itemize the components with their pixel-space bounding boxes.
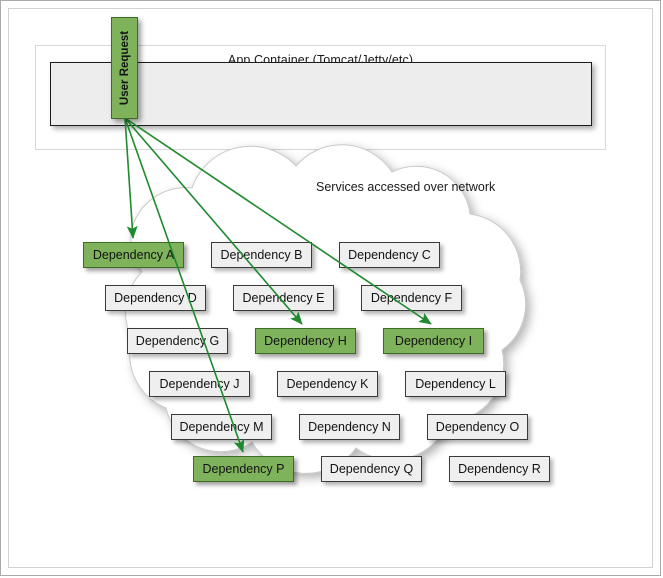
dependency-node-p[interactable]: Dependency P: [193, 456, 294, 482]
dependency-node-l[interactable]: Dependency L: [405, 371, 506, 397]
dependency-node-label: Dependency K: [286, 377, 369, 391]
dependency-node-label: Dependency I: [394, 334, 473, 348]
user-request-node[interactable]: User Request: [111, 17, 138, 119]
dependency-node-j[interactable]: Dependency J: [149, 371, 250, 397]
dependency-node-label: Dependency B: [220, 248, 303, 262]
dependency-node-c[interactable]: Dependency C: [339, 242, 440, 268]
page-frame-inner: [8, 8, 653, 568]
dependency-node-label: Dependency A: [92, 248, 175, 262]
dependency-node-label: Dependency O: [435, 420, 520, 434]
dependency-node-label: Dependency H: [264, 334, 347, 348]
dependency-node-h[interactable]: Dependency H: [255, 328, 356, 354]
dependency-node-e[interactable]: Dependency E: [233, 285, 334, 311]
dependency-node-d[interactable]: Dependency D: [105, 285, 206, 311]
dependency-node-label: Dependency C: [348, 248, 431, 262]
dependency-node-o[interactable]: Dependency O: [427, 414, 528, 440]
user-request-label: User Request: [118, 30, 131, 106]
dependency-node-r[interactable]: Dependency R: [449, 456, 550, 482]
dependency-node-label: Dependency G: [135, 334, 220, 348]
dependency-node-label: Dependency N: [308, 420, 391, 434]
dependency-node-i[interactable]: Dependency I: [383, 328, 484, 354]
dependency-node-label: Dependency L: [415, 377, 496, 391]
dependency-node-label: Dependency M: [179, 420, 264, 434]
dependency-node-g[interactable]: Dependency G: [127, 328, 228, 354]
dependency-node-label: Dependency E: [242, 291, 325, 305]
dependency-node-label: Dependency J: [159, 377, 240, 391]
cloud-label: Services accessed over network: [316, 180, 496, 194]
dependency-node-f[interactable]: Dependency F: [361, 285, 462, 311]
dependency-node-label: Dependency F: [370, 291, 453, 305]
dependency-node-b[interactable]: Dependency B: [211, 242, 312, 268]
dependency-node-label: Dependency R: [458, 462, 541, 476]
dependency-node-n[interactable]: Dependency N: [299, 414, 400, 440]
dependency-node-label: Dependency Q: [329, 462, 414, 476]
dependency-node-m[interactable]: Dependency M: [171, 414, 272, 440]
dependency-node-label: Dependency P: [202, 462, 285, 476]
dependency-node-k[interactable]: Dependency K: [277, 371, 378, 397]
dependency-node-a[interactable]: Dependency A: [83, 242, 184, 268]
dependency-node-q[interactable]: Dependency Q: [321, 456, 422, 482]
dependency-node-label: Dependency D: [114, 291, 197, 305]
